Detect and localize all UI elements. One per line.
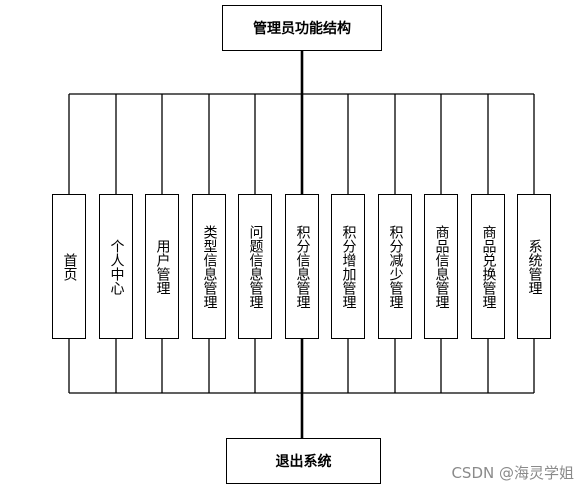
csdn-watermark: CSDN @海灵学姐 [451,464,574,482]
function-node-2: 个人中心 [99,194,133,339]
function-node-5: 问题信息管理 [238,194,272,339]
function-node-6: 积分信息管理 [285,194,319,339]
function-node-10: 商品兑换管理 [471,194,505,339]
function-node-8: 积分减少管理 [378,194,412,339]
function-node-11: 系统管理 [517,194,551,339]
function-node-7: 积分增加管理 [331,194,365,339]
function-node-1: 首页 [52,194,86,339]
function-node-3: 用户管理 [145,194,179,339]
exit-system-node: 退出系统 [226,438,381,484]
function-node-4: 类型信息管理 [192,194,226,339]
root-node-admin-functions: 管理员功能结构 [222,5,382,51]
function-node-9: 商品信息管理 [424,194,458,339]
